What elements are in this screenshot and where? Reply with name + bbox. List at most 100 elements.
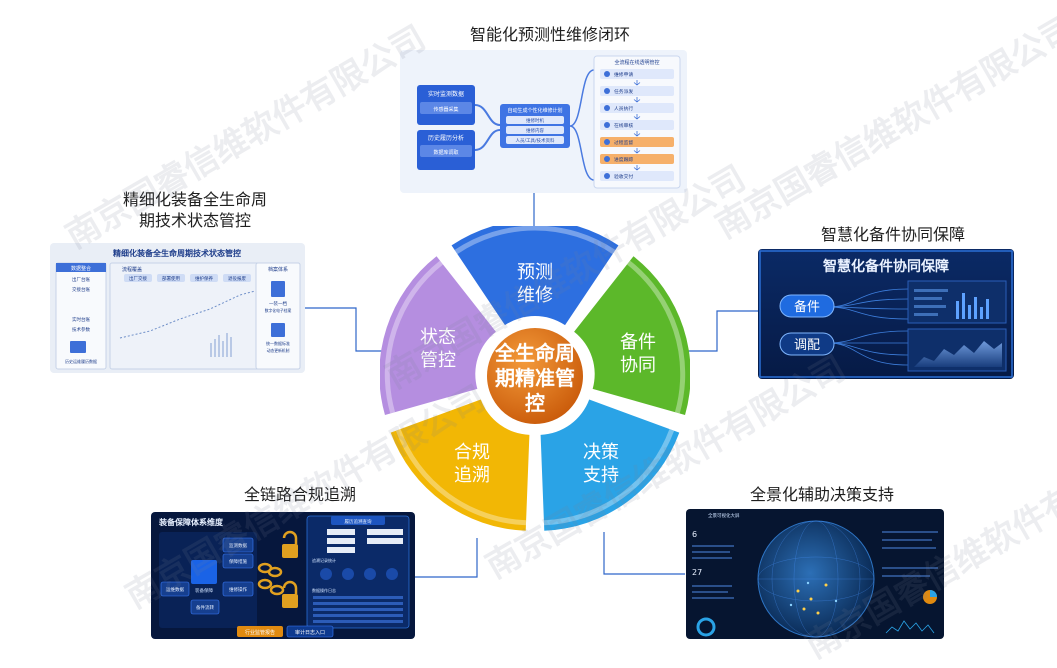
seg-status-l2: 管控 <box>420 350 456 371</box>
pt-flow-arrow <box>633 148 641 154</box>
br-title: 全景可视化大屏 <box>708 512 740 519</box>
pl-flow-item-1: 部署使用 <box>162 275 180 282</box>
pl-side-item-4: 历史运维履历数据 <box>65 358 97 364</box>
pt-plan-title: 自动生成个性化维修计划 <box>507 107 562 114</box>
pt-plan-item-0: 维修时机 <box>526 117 544 124</box>
pl-side-header: 数据整合 <box>71 265 91 272</box>
wheel-segment-rim-comply <box>395 429 527 526</box>
panel-lifecycle-status: 精细化装备全生命周期技术状态管控 数据整合 出厂台账 交接台账 实时台账 技术参… <box>50 243 305 373</box>
caption-lifecycle-line2: 期技术状态管控 <box>138 211 251 230</box>
panel-compliance-trace: 装备保障体系维度 装备保障 监测数据 保障措施 运维数据 维修操作 备件流转 履… <box>151 512 415 639</box>
pt-flow-step-label: 在线审核 <box>614 122 633 129</box>
pl-archive-item1-sub: 数字化电子档案 <box>265 308 292 313</box>
pt-flow-step-label: 验收交付 <box>614 173 633 180</box>
caption-spare-parts: 智慧化备件协同保障 <box>820 225 965 244</box>
caption-compliance-trace: 全链路合规追溯 <box>243 485 356 504</box>
pt-flow-step-icon <box>604 173 610 179</box>
sp-title: 智慧化备件协同保障 <box>822 258 949 275</box>
caption-lifecycle-status: 精细化装备全生命周 期技术状态管控 <box>95 189 295 231</box>
pt-flow-step-box <box>600 120 674 130</box>
pt-plan-item-1: 维修内容 <box>526 127 544 134</box>
pt-flow-step-icon <box>604 122 610 128</box>
pl-archive-item2-sub: 动态更新机制 <box>267 348 290 353</box>
sp-btn-spares: 备件 <box>794 299 820 315</box>
seg-decide-l2: 支持 <box>583 465 619 486</box>
sp-btn-allocation: 调配 <box>794 338 820 353</box>
pt-flow-step-box <box>600 86 674 96</box>
pt-flow-step-box <box>600 171 674 181</box>
wheel-segment-comply <box>390 399 530 531</box>
pl-archive-header: 档案体系 <box>268 266 288 273</box>
bl-section2: 数据操作日志 <box>312 587 336 593</box>
pl-side-item-0: 出厂台账 <box>72 276 90 283</box>
pl-flow-item-3: 退役报废 <box>228 275 246 282</box>
pt-flow-step-label: 人员执行 <box>614 105 633 112</box>
bl-node-tl: 监测数据 <box>229 542 247 549</box>
br-stat1: 6 <box>692 530 697 539</box>
bl-section1: 追溯记录统计 <box>312 557 336 563</box>
bl-node-ml: 运维数据 <box>166 586 184 593</box>
pt-box1-sub: 传感器采集 <box>433 106 458 113</box>
pt-flow-step-icon <box>604 88 610 94</box>
bl-form-title: 履历追溯查询 <box>345 518 372 525</box>
pt-flow-title: 全流程在线透明管控 <box>614 59 659 66</box>
wheel-segment-rim-spare <box>626 260 686 414</box>
pl-archive-item1: 一装一档 <box>269 300 287 307</box>
pt-flow-step-label: 进度跟踪 <box>614 156 633 163</box>
bl-title: 装备保障体系维度 <box>158 517 224 527</box>
wheel-center-line2: 期精准管 <box>495 366 575 390</box>
bl-node-center: 装备保障 <box>195 587 213 594</box>
seg-spare-l2: 协同 <box>620 355 656 376</box>
caption-decision-support: 全景化辅助决策支持 <box>749 485 894 504</box>
bl-node-mr: 维修操作 <box>229 586 247 593</box>
bl-node-bottom: 备件流转 <box>196 604 214 611</box>
pt-plan-item-2: 人员/工具/技术资料 <box>515 137 555 144</box>
wheel-segment-decide <box>540 399 680 531</box>
pl-flow-item-0: 出厂交接 <box>129 275 147 282</box>
pl-title: 精细化装备全生命周期技术状态管控 <box>113 248 241 258</box>
panel-predictive-maintenance: 实时监测数据 传感器采集 历史履历分析 数据库调取 自动生成个性化维修计划 维修… <box>400 50 687 193</box>
bl-btn-audit: 审计日志入口 <box>295 629 325 636</box>
chain-lock-icon <box>257 530 298 596</box>
pl-side-item-2: 实时台账 <box>72 316 90 323</box>
seg-predict-l1: 预测 <box>517 262 553 283</box>
pt-flow-step-box <box>600 103 674 113</box>
lifecycle-wheel: 全生命周 期精准管 控 预测 维修 备件 协同 决策 支持 合规 追溯 状态 管… <box>380 226 690 531</box>
seg-predict-l2: 维修 <box>517 285 553 306</box>
wheel-center-line1: 全生命周 <box>494 341 575 365</box>
pt-flow-arrow <box>633 131 641 137</box>
panel-decision-support: 全景可视化大屏 6 27 <box>686 509 944 639</box>
pt-flow-arrow <box>633 114 641 120</box>
pt-flow-step-label: 过程监督 <box>614 139 633 146</box>
seg-spare-l1: 备件 <box>620 332 656 353</box>
pt-flow-step-icon <box>604 139 610 145</box>
pt-flow-step-icon <box>604 71 610 77</box>
pt-flow-step-box <box>600 137 674 147</box>
pt-flow-arrow <box>633 165 641 171</box>
br-stat2: 27 <box>692 568 702 577</box>
seg-decide-l1: 决策 <box>583 442 619 463</box>
seg-status-l1: 状态 <box>420 327 456 348</box>
pt-flow-step-icon <box>604 105 610 111</box>
pl-flow-header: 流程覆盖 <box>122 266 142 273</box>
pl-archive-item2: 统一数据标准 <box>266 340 290 346</box>
wheel-segment-status <box>380 256 496 415</box>
pt-flow-step-icon <box>604 156 610 162</box>
pt-box1-title: 实时监测数据 <box>428 90 464 98</box>
caption-lifecycle-line1: 精细化装备全生命周 <box>122 190 267 209</box>
pt-box2-sub: 数据库调取 <box>433 149 458 156</box>
pl-side-item-3: 技术参数 <box>72 326 90 333</box>
wheel-segment-rim-predict <box>454 226 616 255</box>
bl-btn-report: 行业监管报告 <box>245 629 275 636</box>
pt-flow-step-box <box>600 154 674 164</box>
bl-node-tr: 保障措施 <box>229 558 247 565</box>
wheel-segment-rim-status <box>384 260 444 414</box>
wheel-segment-rim-decide <box>543 429 675 526</box>
pl-side-item-1: 交接台账 <box>72 286 90 293</box>
wheel-center-disc <box>483 324 587 428</box>
pt-flow-arrow <box>633 97 641 103</box>
wheel-segment-spare <box>574 256 690 415</box>
wheel-center-line3: 控 <box>525 391 545 415</box>
seg-comply-l2: 追溯 <box>454 465 490 486</box>
